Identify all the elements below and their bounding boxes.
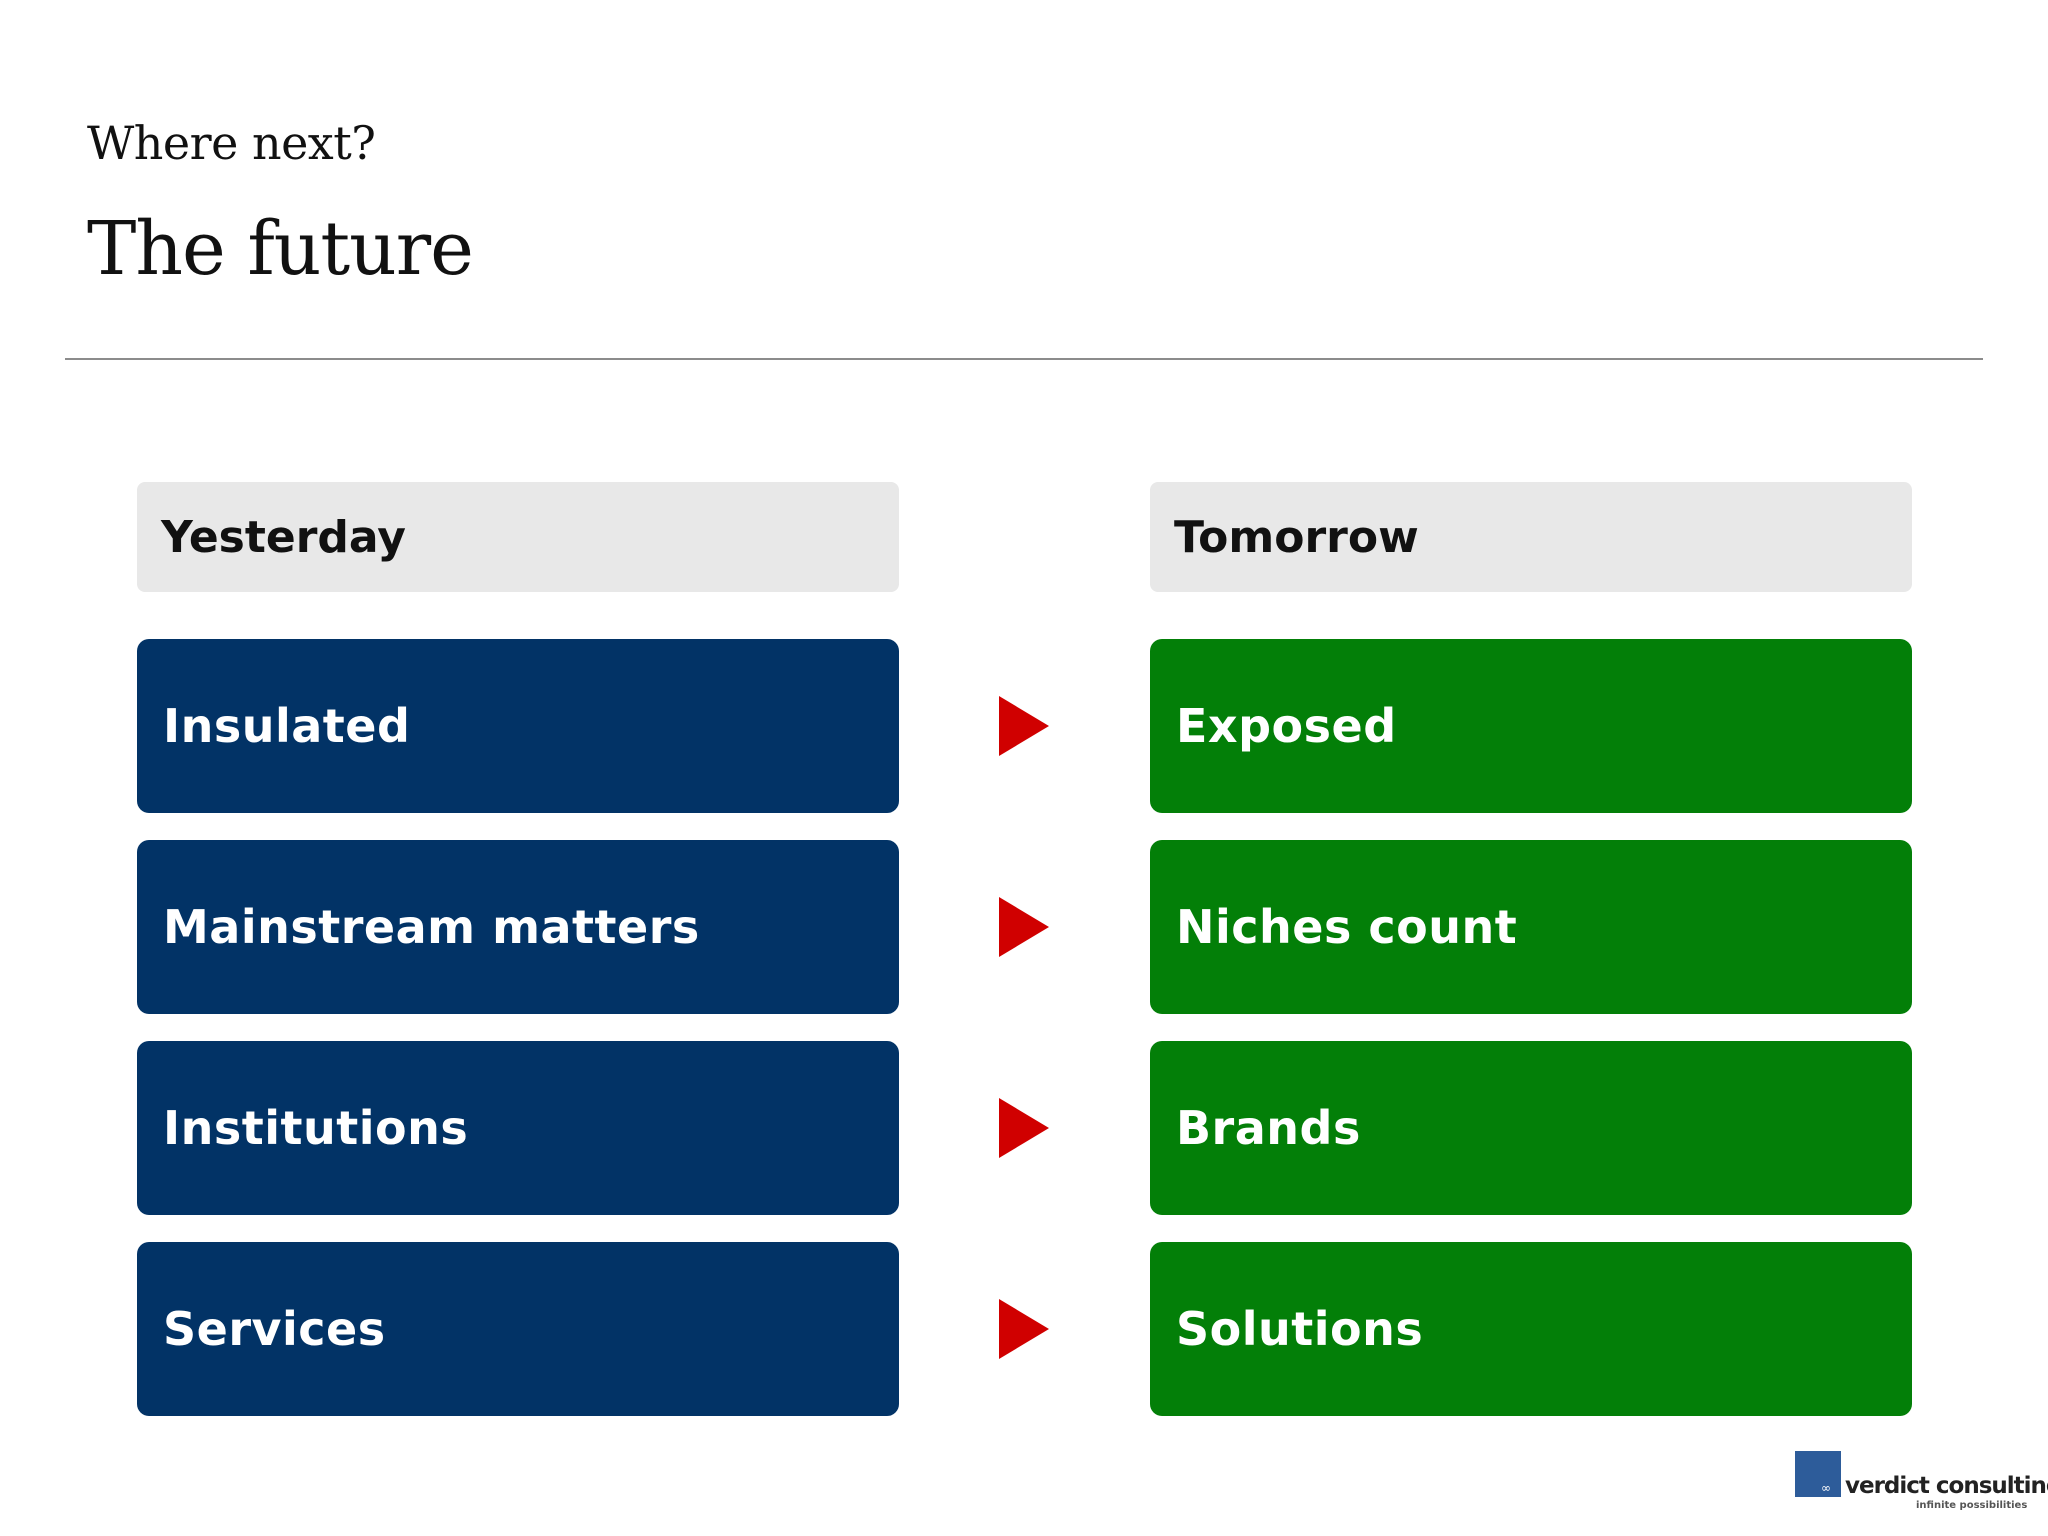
yesterday-box: Mainstream matters (137, 840, 899, 1014)
column-header-yesterday: Yesterday (137, 482, 899, 592)
arrow-right-icon (999, 897, 1049, 957)
yesterday-box: Institutions (137, 1041, 899, 1215)
arrow-right-icon (999, 1098, 1049, 1158)
yesterday-box: Insulated (137, 639, 899, 813)
tomorrow-box: Exposed (1150, 639, 1912, 813)
infinity-icon: ∞ (1821, 1481, 1831, 1495)
tomorrow-box: Niches count (1150, 840, 1912, 1014)
slide-title: The future (87, 206, 474, 292)
title-divider (65, 358, 1983, 360)
slide-subtitle: Where next? (87, 116, 376, 170)
arrow-right-icon (999, 1299, 1049, 1359)
logo-name: verdict consulting (1845, 1473, 2048, 1499)
arrow-right-icon (999, 696, 1049, 756)
logo-tagline: infinite possibilities (1916, 1500, 2028, 1511)
column-header-tomorrow: Tomorrow (1150, 482, 1912, 592)
tomorrow-box: Solutions (1150, 1242, 1912, 1416)
company-logo: ∞ verdict consulting infinite possibilit… (1795, 1451, 2048, 1511)
tomorrow-box: Brands (1150, 1041, 1912, 1215)
yesterday-box: Services (137, 1242, 899, 1416)
logo-square (1795, 1451, 1841, 1497)
